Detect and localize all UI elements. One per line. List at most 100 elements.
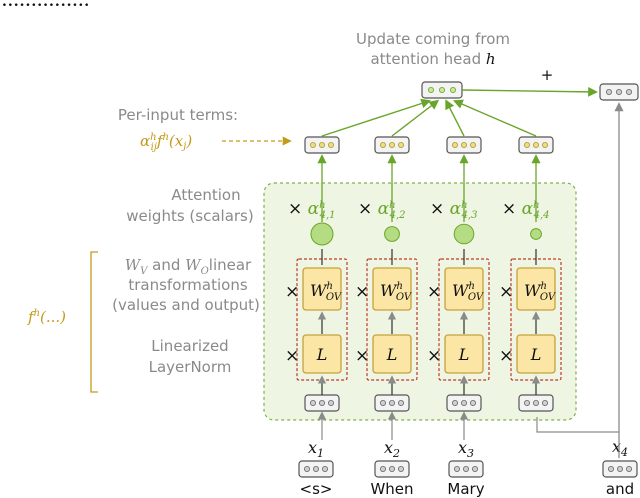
term-to-output-arrow — [445, 99, 465, 137]
per-input-term-node-dot — [318, 141, 325, 148]
layernorm-box-label: L — [316, 345, 328, 364]
token-embedding-node-dot — [303, 465, 310, 472]
token-label: When — [370, 480, 413, 498]
per-input-term-node-dot — [460, 141, 467, 148]
token-label: <s> — [300, 480, 333, 498]
plus-sign: + — [541, 66, 554, 84]
token-embedding-node-dot — [388, 465, 395, 472]
times-symbol: × — [499, 282, 513, 302]
token-label: and — [606, 480, 634, 498]
times-symbol: × — [355, 282, 369, 302]
layernorm-box-label: L — [458, 345, 470, 364]
per-input-term-node-dot — [524, 141, 531, 148]
update-label-line2: attention head h — [370, 50, 495, 68]
per-input-term-node — [446, 136, 482, 154]
attention-weight-circle — [530, 228, 542, 240]
token-embedding-node — [374, 460, 410, 478]
input-variable-label: x4 — [612, 437, 628, 459]
input-vector-node-dot — [451, 399, 458, 406]
input-vector-node — [446, 394, 482, 412]
token-embedding-node-dot — [379, 465, 386, 472]
token-embedding-node — [602, 460, 638, 478]
input-vector-node-dot — [318, 399, 325, 406]
update-label-line1: Update coming from — [356, 30, 510, 48]
attention-weights-label-line2: weights (scalars) — [126, 207, 253, 225]
input-variable-label: x3 — [458, 438, 474, 460]
residual-output-node — [599, 83, 639, 101]
token-embedding-node-dot — [453, 465, 460, 472]
per-input-term-node-dot — [451, 141, 458, 148]
token-embedding-node — [298, 460, 334, 478]
term-to-output-arrow — [391, 99, 440, 137]
per-input-terms-label: Per-input terms: — [118, 106, 238, 124]
token-embedding-node — [448, 460, 484, 478]
wov-box — [444, 267, 484, 311]
input-vector-node-dot — [388, 399, 395, 406]
token-embedding-node-dot — [321, 465, 328, 472]
times-symbol: × — [427, 346, 441, 366]
term-to-output-arrow — [453, 99, 537, 137]
token-embedding-node-dot — [471, 465, 478, 472]
input-vector-node — [518, 394, 554, 412]
per-input-term-node — [304, 136, 340, 154]
input-vector-node-dot — [327, 399, 334, 406]
head-to-residual-arrow — [461, 86, 598, 97]
layernorm-box — [516, 334, 556, 374]
wov-box — [302, 267, 342, 311]
input-vector-node-dot — [533, 399, 540, 406]
token-label: Mary — [447, 480, 484, 498]
attention-weight-circle — [310, 222, 334, 246]
input-vector-node-dot — [460, 399, 467, 406]
per-input-term-node-dot — [397, 141, 404, 148]
token-embedding-node-dot — [626, 465, 633, 472]
attention-weight-circle — [384, 226, 400, 242]
layernorm-box — [372, 334, 412, 374]
wv-wo-label-line3: (values and output) — [112, 296, 260, 314]
input-vector-node-dot — [469, 399, 476, 406]
input-variable-label: x2 — [384, 438, 400, 460]
term-to-output-arrow — [321, 98, 432, 137]
per-input-term-node-dot — [469, 141, 476, 148]
times-symbol: × — [499, 346, 513, 366]
f-bracket-label: fh(...) — [27, 308, 66, 326]
token-embedding-node-dot — [617, 465, 624, 472]
input-vector-node-dot — [397, 399, 404, 406]
wv-wo-label-line2: transformations — [128, 276, 247, 294]
input-variable-label: x1 — [308, 438, 324, 460]
input-vector-node — [304, 394, 340, 412]
layernorm-box — [444, 334, 484, 374]
f-bracket — [90, 251, 98, 393]
attention-weights-label-line1: Attention — [171, 186, 240, 204]
input-vector-node-dot — [309, 399, 316, 406]
wv-wo-label-line1: WV and WOlinear — [125, 256, 252, 277]
attention-head-panel — [263, 182, 577, 421]
layernorm-label-line1: Linearized — [151, 337, 228, 355]
token-embedding-node-dot — [608, 465, 615, 472]
per-input-term-node-dot — [388, 141, 395, 148]
input-vector-node — [374, 394, 410, 412]
wov-box — [372, 267, 412, 311]
token-embedding-node-dot — [462, 465, 469, 472]
per-input-term-node-dot — [379, 141, 386, 148]
cropped-header-fragment: ............... — [2, 0, 91, 10]
per-input-term-node-dot — [309, 141, 316, 148]
token-embedding-node-dot — [397, 465, 404, 472]
layernorm-box-label: L — [386, 345, 398, 364]
per-input-term-node — [374, 136, 410, 154]
input-vector-node-dot — [542, 399, 549, 406]
x4-to-columns-line — [536, 417, 619, 433]
times-symbol: × — [285, 282, 299, 302]
per-input-term-node-dot — [542, 141, 549, 148]
attention-weight-circle — [453, 223, 475, 245]
